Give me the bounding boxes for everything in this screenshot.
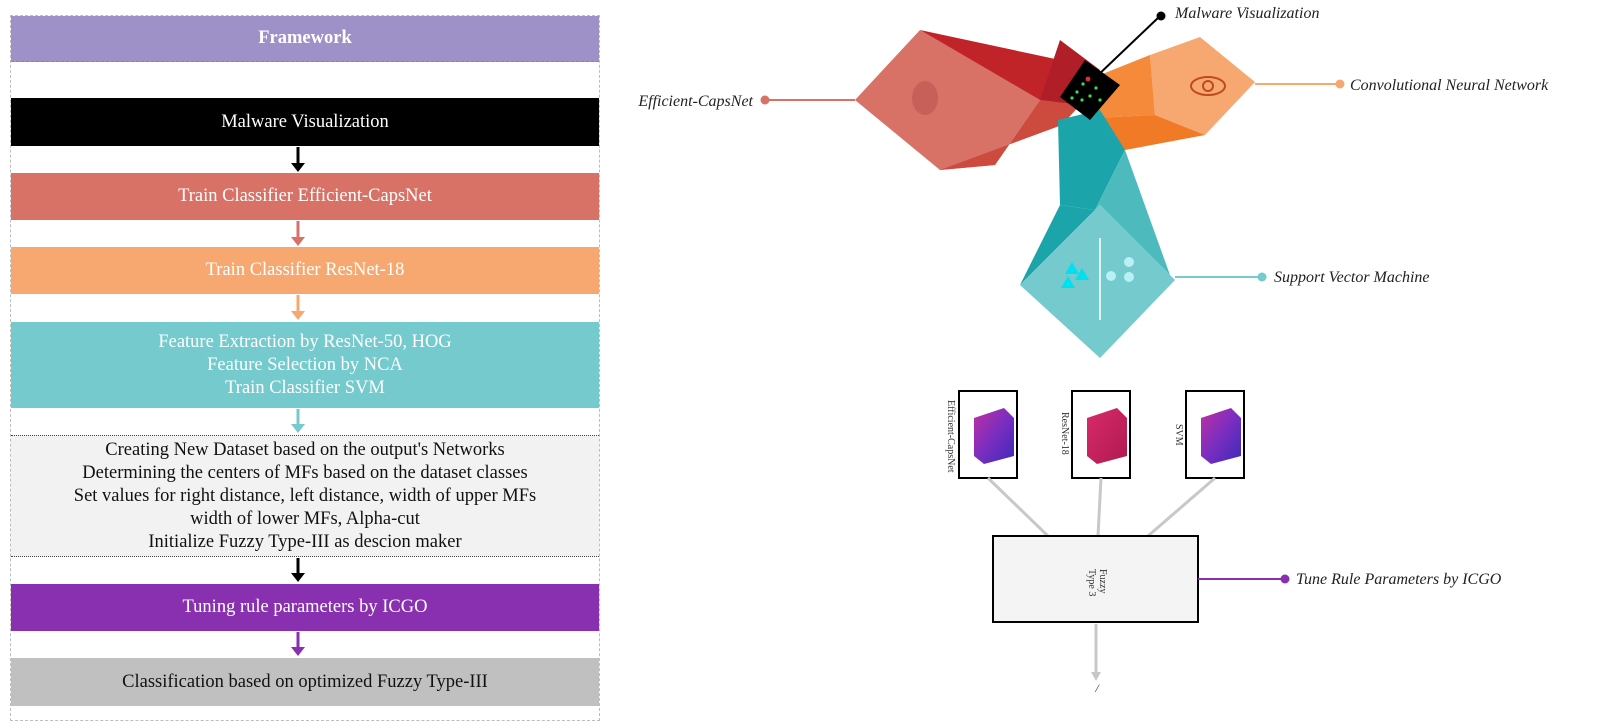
label-cnn: Convolutional Neural Network (1350, 77, 1549, 94)
label-svm: Support Vector Machine (1274, 269, 1430, 286)
arrow-4 (291, 409, 305, 433)
malware-image-icon (1060, 60, 1120, 120)
step-classification: Classification based on optimized Fuzzy … (11, 658, 599, 706)
flow-arrows (291, 147, 305, 656)
svm-arm (1020, 110, 1175, 358)
thumbnail-label: SVM (1173, 424, 1184, 446)
thumbnail-label: ResNet-18 (1059, 412, 1070, 455)
capsnet-connector (760, 95, 855, 105)
svm-connector (1175, 272, 1267, 282)
framework-panel: Framework Malware Visualization Train Cl… (10, 15, 600, 721)
label-malware-visualization: Malware Visualization (1174, 5, 1319, 22)
thumbnail-resnet18: ResNet-18 (1059, 390, 1131, 479)
arrow-2 (291, 221, 305, 246)
malware-connector (1094, 11, 1166, 79)
triangle-markers-icon (1061, 262, 1089, 288)
step-train-resnet18: Train Classifier ResNet-18 (11, 247, 599, 294)
fuzzy-label-line1: Fuzzy (1097, 569, 1108, 593)
tune-connector (1198, 574, 1290, 584)
step-svm-block: Feature Extraction by ResNet-50, HOG Fea… (11, 322, 599, 408)
step-tuning: Tuning rule parameters by ICGO (11, 584, 599, 631)
circle-markers-icon (1106, 257, 1134, 282)
capsule-icon (912, 81, 938, 115)
thumbnail-label: Efficient-CapsNet (945, 400, 956, 473)
step-fuzzy-setup: Creating New Dataset based on the output… (11, 435, 599, 557)
fuzzy-links (986, 476, 1216, 538)
arrow-3 (291, 295, 305, 320)
thumbnail-svm: SVM (1173, 390, 1245, 479)
step-malware-visualization: Malware Visualization (11, 98, 599, 146)
arrow-5 (291, 558, 305, 582)
thumbnail-capsnet: Efficient-CapsNet (945, 390, 1018, 479)
fuzzy-label-line2: Type 3 (1086, 569, 1097, 596)
step-lines: Malware Visualization (221, 111, 389, 132)
output-label: / (1094, 681, 1100, 695)
cnn-connector (1255, 79, 1345, 89)
eye-icon (1190, 76, 1226, 96)
arrow-6 (291, 632, 305, 656)
cnn-arm (1095, 37, 1255, 150)
arrow-1 (291, 147, 305, 172)
fuzzy-type3-box: Fuzzy Type 3 (992, 535, 1199, 623)
label-tune-rule-parameters: Tune Rule Parameters by ICGO (1296, 571, 1502, 588)
step-train-capsnet: Train Classifier Efficient-CapsNet (11, 173, 599, 220)
framework-title: Framework (11, 16, 599, 62)
output-arrow (1091, 624, 1101, 681)
label-efficient-capsnet: Efficient-CapsNet (637, 93, 753, 110)
